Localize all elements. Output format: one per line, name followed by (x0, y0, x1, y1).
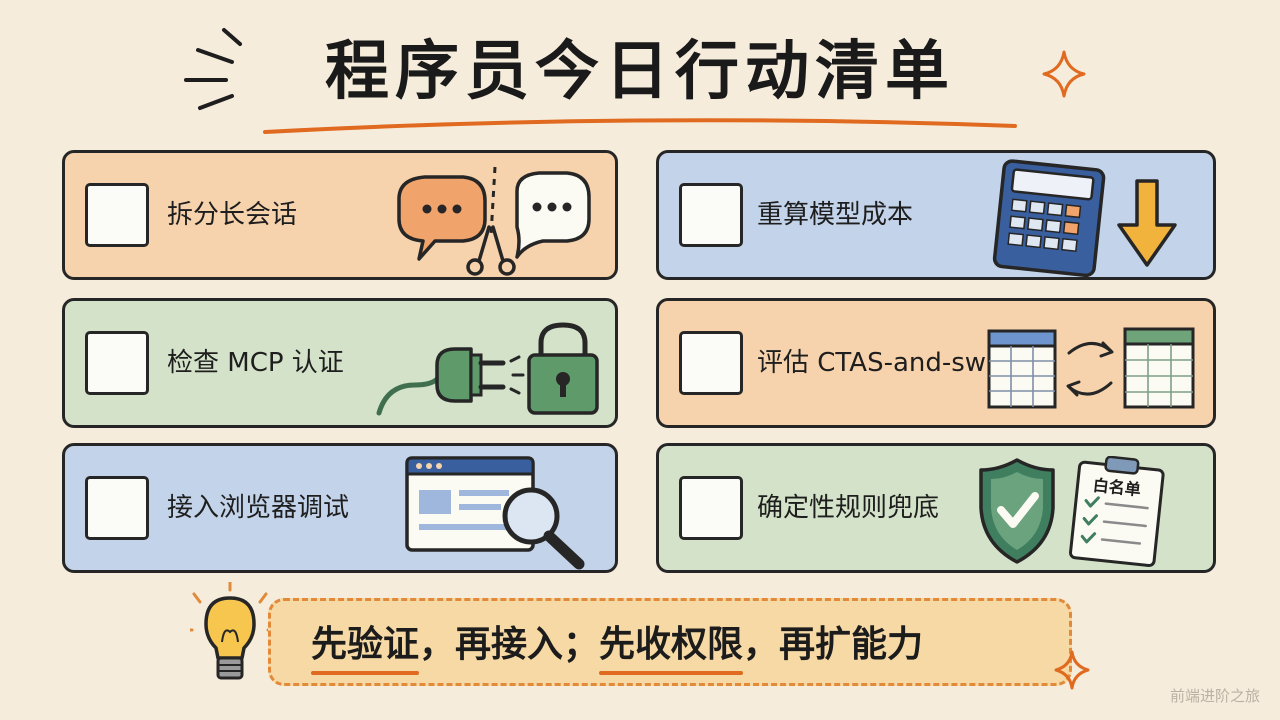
calculator-icon (992, 159, 1177, 277)
watermark: 前端进阶之旅 (1169, 687, 1260, 705)
page-title: 程序员今日行动清单 (325, 35, 955, 109)
whitelist-label: 白名单 (1091, 475, 1142, 500)
sparkle-icon (1042, 50, 1086, 98)
motto-text: 先验证，再接入；先收权限，再扩能力 (311, 601, 923, 689)
shield-check-icon (979, 458, 1055, 564)
table-swap-icon (987, 327, 1195, 409)
lightbulb-icon (190, 582, 270, 680)
motto-sep-2: ，再扩能力 (743, 624, 924, 665)
title-underline (263, 118, 1017, 134)
task-checkbox[interactable] (679, 476, 743, 540)
sparkle-icon (1054, 650, 1090, 690)
magnifier-icon (502, 487, 585, 570)
task-card-deterministic-rules[interactable]: 确定性规则兜底 白名单 (656, 443, 1216, 573)
motion-lines-icon (184, 28, 242, 110)
padlock-icon (527, 322, 599, 415)
task-checkbox[interactable] (85, 476, 149, 540)
motto-verify-first: 先验证 (311, 601, 420, 689)
task-label: 拆分长会话 (167, 200, 298, 230)
down-arrow-icon (1117, 179, 1177, 267)
task-card-model-cost[interactable]: 重算模型成本 (656, 150, 1216, 280)
task-card-mcp-auth[interactable]: 检查 MCP 认证 (62, 298, 618, 428)
chat-bubbles-icon (397, 166, 591, 276)
motto-banner: 先验证，再接入；先收权限，再扩能力 (268, 598, 1072, 686)
task-label: 检查 MCP 认证 (167, 348, 344, 378)
clipboard-checklist-icon: 白名单 (1063, 456, 1173, 568)
motto-permissions-first: 先收权限 (599, 601, 744, 689)
browser-window-icon (405, 456, 585, 570)
motto-sep-1: ，再接入； (419, 624, 600, 665)
task-label: 评估 CTAS-and-swap (757, 348, 1019, 378)
task-checkbox[interactable] (85, 331, 149, 395)
task-checkbox[interactable] (85, 183, 149, 247)
task-card-ctas-swap[interactable]: 评估 CTAS-and-swap (656, 298, 1216, 428)
task-label: 接入浏览器调试 (167, 493, 350, 523)
task-label: 重算模型成本 (757, 200, 914, 230)
task-card-split-session[interactable]: 拆分长会话 (62, 150, 618, 280)
task-checkbox[interactable] (679, 183, 743, 247)
plug-icon (376, 322, 599, 416)
scissors-icon (466, 225, 516, 276)
task-checkbox[interactable] (679, 331, 743, 395)
task-label: 确定性规则兜底 (757, 493, 940, 523)
task-card-browser-debug[interactable]: 接入浏览器调试 (62, 443, 618, 573)
